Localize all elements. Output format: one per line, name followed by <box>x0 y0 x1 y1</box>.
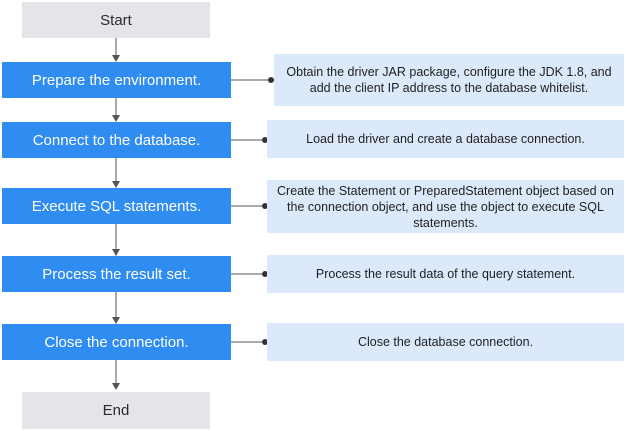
link-prepare-dot <box>268 77 274 83</box>
end-node: End <box>22 392 210 429</box>
step-connect-database: Connect to the database. <box>2 122 231 158</box>
link-process-dot <box>262 271 268 277</box>
note-connect-database: Load the driver and create a database co… <box>267 120 624 158</box>
start-node: Start <box>22 2 210 38</box>
link-connect-dot <box>262 137 268 143</box>
step-process-result-set: Process the result set. <box>2 256 231 292</box>
step-close-connection: Close the connection. <box>2 324 231 360</box>
step-execute-sql: Execute SQL statements. <box>2 188 231 224</box>
note-prepare-environment: Obtain the driver JAR package, configure… <box>274 54 624 106</box>
link-execute-dot <box>262 203 268 209</box>
note-execute-sql: Create the Statement or PreparedStatemen… <box>267 180 624 233</box>
note-close-connection: Close the database connection. <box>267 323 624 361</box>
link-close-dot <box>262 339 268 345</box>
step-prepare-environment: Prepare the environment. <box>2 62 231 98</box>
note-process-result-set: Process the result data of the query sta… <box>267 255 624 293</box>
